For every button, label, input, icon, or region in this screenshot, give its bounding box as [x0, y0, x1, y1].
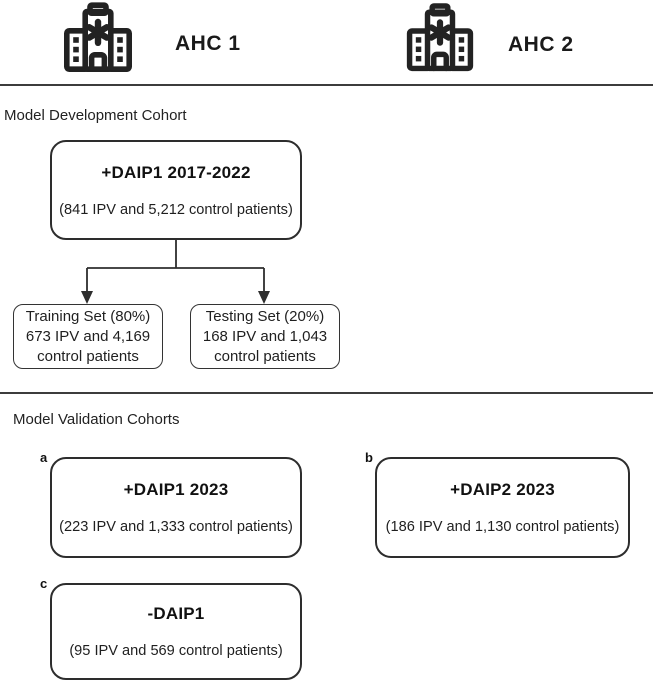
development-section-title: Model Development Cohort: [4, 107, 187, 124]
training-set-line1: Training Set (80%): [25, 307, 151, 325]
site-label-ahc2: AHC 2: [508, 33, 574, 56]
header-divider: [0, 84, 653, 86]
development-cohort-title: +DAIP1 2017-2022: [101, 162, 251, 182]
validation-box-c: -DAIP1 (95 IPV and 569 control patients): [50, 583, 302, 680]
split-connector-arrows: [81, 239, 270, 304]
validation-box-c-label: c: [40, 576, 48, 591]
validation-box-a-label: a: [40, 450, 48, 465]
site-label-ahc1: AHC 1: [175, 32, 241, 55]
training-set-line2: 673 IPV and 4,169: [25, 327, 151, 345]
section-divider: [0, 392, 653, 394]
validation-box-b: +DAIP2 2023 (186 IPV and 1,130 control p…: [375, 457, 630, 558]
training-set-line3: control patients: [37, 347, 139, 365]
validation-box-a-title: +DAIP1 2023: [123, 480, 229, 499]
validation-section-title: Model Validation Cohorts: [13, 411, 180, 428]
development-cohort-subtitle: (841 IPV and 5,212 control patients): [59, 201, 293, 218]
testing-set-line3: control patients: [214, 347, 316, 365]
validation-box-c-subtitle: (95 IPV and 569 control patients): [69, 643, 283, 659]
validation-box-a-subtitle: (223 IPV and 1,333 control patients): [59, 519, 293, 535]
validation-box-b-subtitle: (186 IPV and 1,130 control patients): [385, 519, 620, 535]
testing-set-line2: 168 IPV and 1,043: [202, 327, 328, 345]
training-set-box: Training Set (80%) 673 IPV and 4,169 con…: [13, 304, 163, 369]
validation-box-c-title: -DAIP1: [147, 604, 205, 623]
testing-set-box: Testing Set (20%) 168 IPV and 1,043 cont…: [190, 304, 340, 369]
testing-set-line1: Testing Set (20%): [205, 307, 325, 325]
validation-box-a: +DAIP1 2023 (223 IPV and 1,333 control p…: [50, 457, 302, 558]
validation-box-b-title: +DAIP2 2023: [450, 480, 555, 499]
hospital-icon: [406, 3, 474, 72]
hospital-icon: [64, 2, 132, 73]
development-cohort-box: +DAIP1 2017-2022 (841 IPV and 5,212 cont…: [50, 140, 302, 240]
validation-box-b-label: b: [365, 450, 373, 465]
